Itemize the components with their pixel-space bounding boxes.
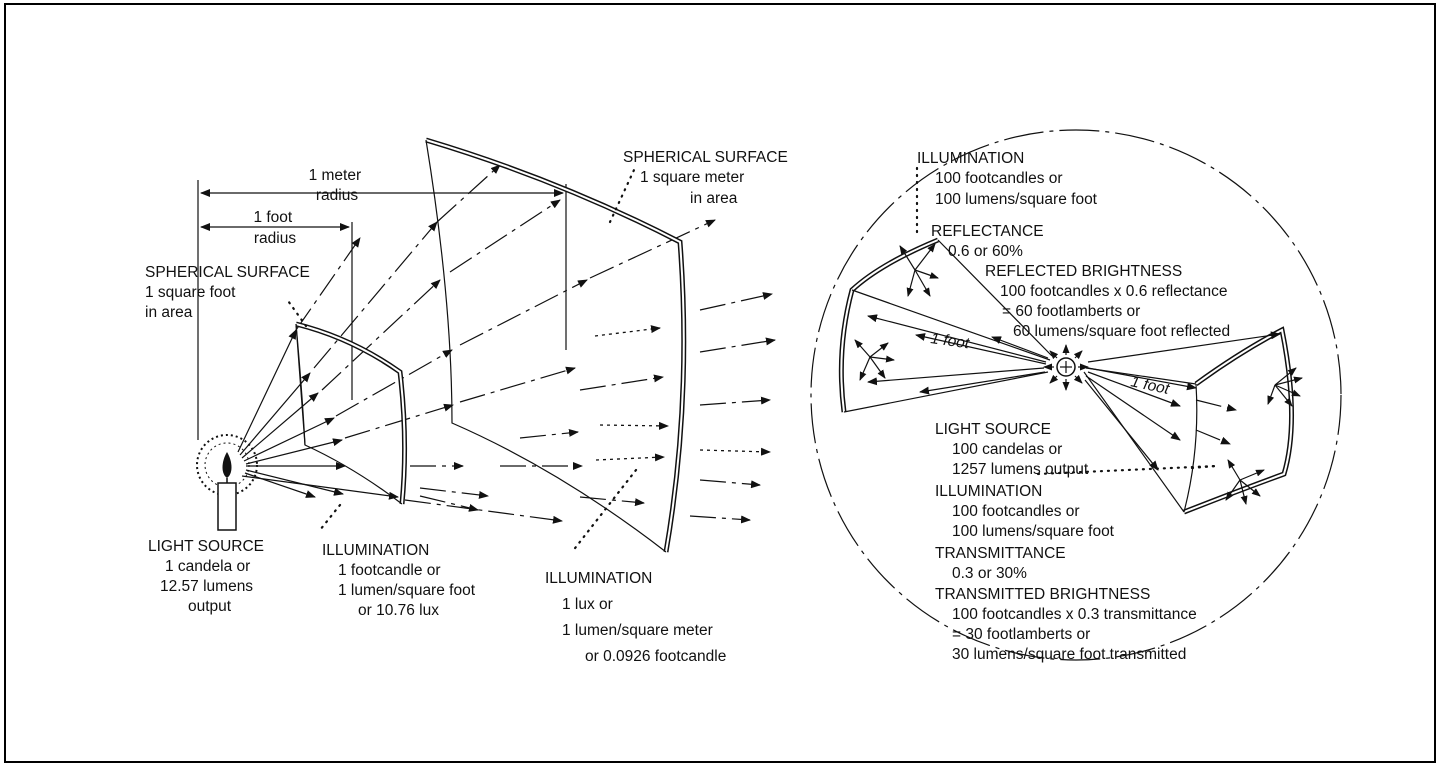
illum-top-label: ILLUMINATION 100 footcandles or 100 lume… — [917, 150, 1098, 208]
transmitting-surface — [1083, 326, 1295, 515]
foot-distance-left: 1 foot — [929, 330, 970, 352]
sphere-meter-label: SPHERICAL SURFACE 1 square meter in area — [623, 149, 792, 207]
transmitted-brightness-label: TRANSMITTED BRIGHTNESS 100 footcandles x… — [935, 586, 1201, 663]
meter-radius-label: 1 meter radius — [309, 167, 366, 204]
left-diagram: 1 meter radius 1 foot radius SPHERICAL S… — [145, 137, 792, 665]
right-diagram: ILLUMINATION 100 footcandles or 100 lume… — [810, 129, 1342, 663]
light-rays — [237, 164, 776, 524]
incident-rays-right — [1084, 331, 1281, 471]
illum-foot-label: ILLUMINATION 1 footcandle or 1 lumen/squ… — [322, 542, 479, 619]
foot-spherical-surface — [295, 321, 408, 505]
leader-sphere-meter — [608, 168, 636, 224]
leader-illum-foot — [318, 503, 342, 532]
illum-bottom-label: ILLUMINATION 100 footcandles or 100 lume… — [935, 483, 1115, 540]
meter-radius-dimension — [197, 180, 567, 440]
leader-illum-bottom — [1036, 464, 1218, 476]
candle-icon — [196, 434, 258, 531]
reflected-rays — [854, 243, 939, 381]
illum-meter-label: ILLUMINATION 1 lux or 1 lumen/square met… — [545, 570, 726, 665]
transmittance-label: TRANSMITTANCE 0.3 or 30% — [935, 545, 1070, 582]
transmitted-rays — [1225, 367, 1303, 505]
meter-spherical-surface — [425, 137, 687, 553]
leader-sphere-foot — [284, 296, 308, 328]
leader-illum-bottom-end — [1190, 464, 1218, 470]
incident-rays-left — [867, 314, 1049, 395]
reflectance-label: REFLECTANCE 0.6 or 60% — [931, 223, 1048, 260]
point-light-source-icon — [1043, 344, 1089, 391]
light-source-label: LIGHT SOURCE 1 candela or 12.57 lumens o… — [148, 538, 268, 615]
foot-radius-label: 1 foot radius — [253, 209, 296, 247]
unit-sphere-outline — [810, 129, 1342, 661]
leader-illum-meter — [570, 468, 638, 554]
light-source-right-label: LIGHT SOURCE 100 candelas or 1257 lumens… — [935, 421, 1089, 478]
reflected-brightness-label: REFLECTED BRIGHTNESS 100 footcandles x 0… — [985, 263, 1232, 340]
reflecting-surface — [838, 237, 1053, 413]
sphere-foot-label: SPHERICAL SURFACE 1 square foot in area — [145, 264, 314, 321]
